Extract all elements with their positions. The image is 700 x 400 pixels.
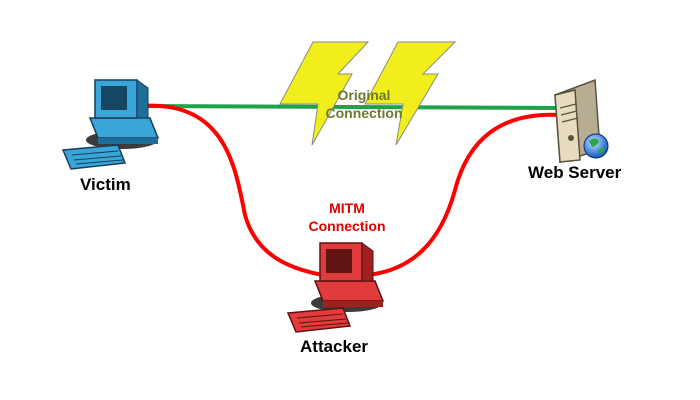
victim-label: Victim xyxy=(80,175,131,194)
mitm-connection-label-line2: Connection xyxy=(308,218,386,234)
victim-computer-icon xyxy=(61,79,160,170)
original-connection-label-line1: Original xyxy=(337,87,391,103)
mitm-connection-line-server xyxy=(367,112,561,277)
mitm-connection-label: MITM Connection xyxy=(298,199,396,235)
original-connection-label: Original Connection xyxy=(316,86,412,122)
web-server-icon xyxy=(554,78,609,163)
web-server-label: Web Server xyxy=(528,163,622,182)
mitm-connection-label-line1: MITM xyxy=(329,200,365,216)
attacker-computer-icon xyxy=(286,242,385,333)
original-connection-label-line2: Connection xyxy=(325,105,403,121)
lightning-bolt-icon xyxy=(364,41,457,146)
original-connection-line xyxy=(139,104,561,110)
attacker-label: Attacker xyxy=(300,337,369,356)
lightning-bolt-icon xyxy=(279,41,370,146)
mitm-connection-line-victim xyxy=(139,103,341,280)
